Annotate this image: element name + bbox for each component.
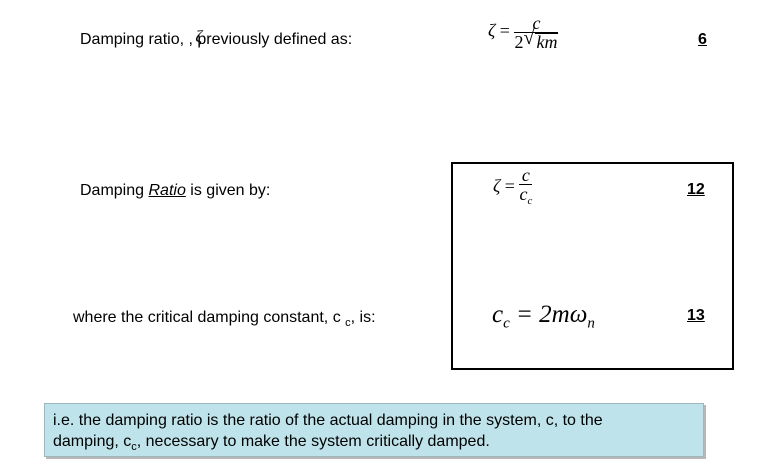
eq13-c-sub: c <box>503 315 510 332</box>
eq6-fraction-bar <box>514 32 559 33</box>
zeta-glyph: ζ <box>195 27 203 46</box>
definition-text-part2: previously defined as: <box>197 31 353 48</box>
eq12-den-c: c <box>519 184 528 204</box>
equation-13: cc = 2mωn <box>492 299 595 339</box>
eq13-rhs: = 2mω <box>509 301 588 328</box>
eq6-denominator: 2√km <box>514 28 559 52</box>
given-text-part1: Damping <box>80 182 149 199</box>
eq13-c: c <box>492 301 504 328</box>
critical-text-part1: where the critical damping constant, c <box>73 309 346 326</box>
note-line-2: damping, cc, necessary to make the syste… <box>53 431 695 458</box>
ratio-emphasis: Ratio <box>148 182 186 199</box>
eq6-coefficient: 2 <box>514 32 524 52</box>
radical-icon: √ <box>523 27 535 49</box>
equation-12: ζ = c cc <box>493 165 533 210</box>
eq12-zeta: ζ <box>493 176 501 196</box>
eq6-fraction: c 2√km <box>514 13 559 52</box>
eq6-zeta: ζ <box>488 20 496 41</box>
equation-box <box>451 162 734 370</box>
eq12-den-sub: c <box>527 194 533 207</box>
explanation-note: i.e. the damping ratio is the ratio of t… <box>44 403 704 457</box>
critical-text-sub: c <box>345 316 351 329</box>
note-line2-part2: , necessary to make the system criticall… <box>136 433 490 450</box>
eq12-fraction-bar <box>519 184 533 185</box>
eq6-equals: = <box>499 20 510 41</box>
definition-text-part1: Damping ratio, , <box>80 31 198 48</box>
eq12-denominator: cc <box>519 185 532 210</box>
critical-damping-text: where the critical damping constant, c c… <box>73 308 376 333</box>
critical-text-part2: , is: <box>350 309 376 326</box>
equation-number-13: 13 <box>687 307 705 324</box>
eq6-radicand: km <box>535 32 559 52</box>
note-line-1: i.e. the damping ratio is the ratio of t… <box>53 412 603 429</box>
equation-6: ζ = c 2√km <box>488 13 559 52</box>
equation-number-12: 12 <box>687 181 705 198</box>
eq12-fraction: c cc <box>519 165 533 210</box>
eq6-sqrt: √km <box>523 28 559 52</box>
given-text-part2: is given by: <box>185 182 271 199</box>
eq12-numerator: c <box>521 165 530 185</box>
eq13-omega-sub: n <box>587 315 595 332</box>
eq12-equals: = <box>504 176 515 196</box>
equation-number-6: 6 <box>698 31 707 48</box>
eq6-numerator: c <box>532 13 541 33</box>
note-line2-part1: damping, c <box>53 433 132 450</box>
note-line2-sub: c <box>131 440 137 453</box>
damping-ratio-given-text: Damping Ratio is given by: <box>80 181 270 201</box>
